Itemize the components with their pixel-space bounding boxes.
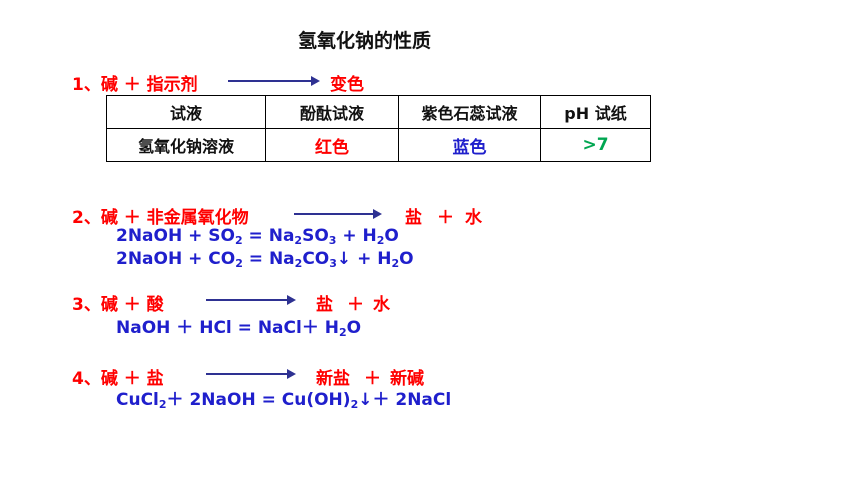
section-4-product-1: 新盐: [316, 369, 350, 389]
equation-so2: 2NaOH + SO2 = Na2SO3 + H2O: [116, 226, 399, 247]
table-header-row: 试液 酚酞试液 紫色石蕊试液 pH 试纸: [106, 95, 651, 129]
phenolphthalein-result: 红色: [315, 137, 349, 158]
section-3-label: 3、碱 ＋ 酸: [72, 295, 164, 315]
table-cell: >7: [540, 128, 651, 162]
table-header-cell: pH 试纸: [540, 95, 651, 129]
table-header-cell: 紫色石蕊试液: [398, 95, 541, 129]
section-4-label: 4、碱 ＋ 盐: [72, 369, 164, 389]
section-2-product-1: 盐: [405, 208, 422, 228]
section-1-label: 1、碱 ＋ 指示剂: [72, 75, 198, 95]
reaction-arrow-3: [206, 295, 296, 305]
section-1-result: 变色: [330, 75, 364, 95]
table-cell: 红色: [265, 128, 399, 162]
section-3-product-1: 盐: [316, 295, 333, 315]
table-header-cell: 试液: [106, 95, 266, 129]
equation-co2: 2NaOH + CO2 = Na2CO3↓ + H2O: [116, 249, 414, 270]
equation-cucl2: CuCl2＋ 2NaOH = Cu(OH)2↓＋ 2NaCl: [116, 390, 452, 411]
table-row-label: 氢氧化钠溶液: [106, 128, 266, 162]
litmus-result: 蓝色: [452, 137, 487, 158]
section-4-product-2: 新碱: [390, 369, 424, 389]
ph-result: >7: [582, 135, 609, 155]
equation-hcl: NaOH ＋ HCl = NaCl＋ H2O: [116, 318, 362, 339]
indicator-table: 试液 酚酞试液 紫色石蕊试液 pH 试纸 氢氧化钠溶液 红色 蓝色 >7: [106, 95, 651, 162]
section-4-plus: ＋: [364, 369, 381, 389]
section-3-plus: ＋: [347, 295, 364, 315]
reaction-arrow-4: [206, 369, 296, 379]
page-title: 氢氧化钠的性质: [298, 30, 432, 52]
table-header-cell: 酚酞试液: [265, 95, 399, 129]
section-2-product-2: 水: [465, 208, 482, 228]
reaction-arrow-2: [294, 209, 382, 219]
table-cell: 蓝色: [398, 128, 541, 162]
section-2-label: 2、碱 ＋ 非金属氧化物: [72, 208, 249, 228]
section-2-plus: ＋: [437, 208, 454, 228]
section-3-product-2: 水: [373, 295, 390, 315]
reaction-arrow-1: [228, 76, 320, 86]
table-row: 氢氧化钠溶液 红色 蓝色 >7: [106, 128, 651, 162]
